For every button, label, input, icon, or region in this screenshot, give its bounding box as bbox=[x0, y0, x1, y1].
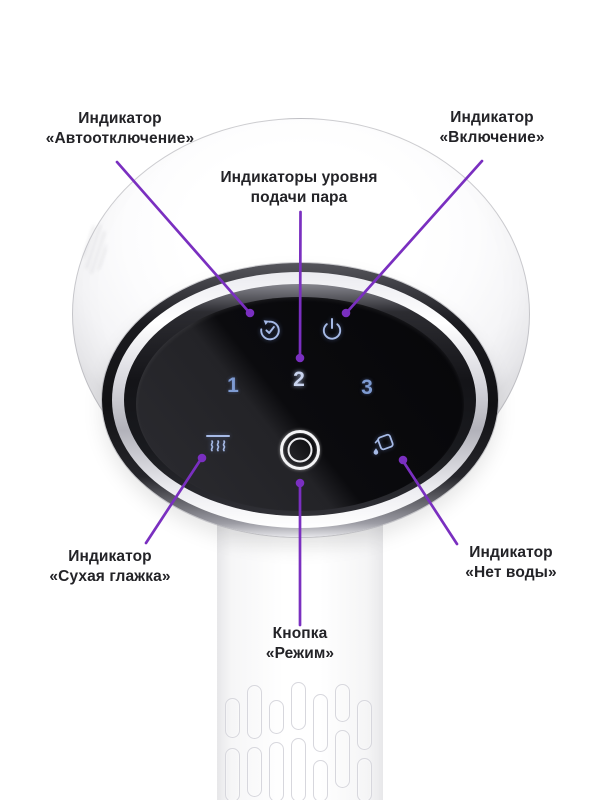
no-water-icon bbox=[373, 433, 394, 455]
mode-button bbox=[280, 430, 320, 470]
label-auto-off: Индикатор «Автоотключение» bbox=[46, 109, 194, 149]
label-line: «Режим» bbox=[265, 645, 335, 662]
timer-hands bbox=[265, 326, 275, 334]
pattern-pill bbox=[269, 742, 284, 800]
label-line: Индикатор bbox=[450, 109, 534, 126]
steam-level-3: 3 bbox=[361, 376, 373, 399]
pattern-pill bbox=[291, 738, 306, 800]
pattern-pill bbox=[225, 748, 240, 800]
dry-iron-wave bbox=[222, 440, 226, 452]
dry-iron-wave bbox=[216, 440, 220, 452]
pattern-pill bbox=[291, 682, 306, 730]
label-line: Индикатор bbox=[469, 544, 553, 561]
label-line: Индикатор bbox=[78, 110, 162, 127]
pattern-pill bbox=[247, 685, 262, 739]
timer-autooff-icon bbox=[260, 320, 280, 341]
pattern-pill bbox=[225, 698, 240, 738]
label-dry-iron: Индикатор «Сухая глажка» bbox=[49, 547, 170, 587]
pattern-pill bbox=[335, 684, 350, 722]
label-mode: Кнопка «Режим» bbox=[266, 624, 334, 664]
timer-arrowhead bbox=[263, 320, 269, 325]
no-water-cup bbox=[374, 433, 394, 451]
pattern-pill bbox=[313, 694, 328, 752]
label-no-water: Индикатор «Нет воды» bbox=[465, 543, 556, 583]
label-line: «Нет воды» bbox=[465, 564, 557, 581]
label-line: Индикатор bbox=[68, 548, 152, 565]
no-water-drop bbox=[373, 448, 379, 455]
mode-button-inner-ring bbox=[287, 437, 313, 463]
pattern-pill bbox=[357, 700, 372, 750]
label-line: «Включение» bbox=[439, 129, 545, 146]
label-steam-levels: Индикаторы уровня подачи пара bbox=[220, 168, 377, 208]
label-power: Индикатор «Включение» bbox=[439, 108, 544, 148]
pattern-pill bbox=[357, 758, 372, 800]
pattern-pill bbox=[247, 747, 262, 797]
dry-iron-wave bbox=[210, 440, 214, 452]
pattern-pill bbox=[335, 730, 350, 788]
control-panel-glass bbox=[136, 297, 464, 511]
label-line: Индикаторы уровня bbox=[220, 169, 378, 186]
pattern-pill bbox=[313, 760, 328, 800]
timer-circle bbox=[260, 320, 280, 341]
label-line: Кнопка bbox=[272, 625, 328, 642]
label-line: «Сухая глажка» bbox=[49, 568, 171, 585]
dry-ironing-icon bbox=[206, 435, 230, 452]
power-icon bbox=[322, 318, 342, 340]
pattern-pill bbox=[269, 700, 284, 734]
label-line: «Автоотключение» bbox=[45, 130, 195, 147]
steam-level-2: 2 bbox=[293, 368, 305, 391]
power-arc bbox=[322, 321, 342, 340]
label-line: подачи пара bbox=[250, 189, 348, 206]
steam-level-1: 1 bbox=[227, 374, 239, 397]
